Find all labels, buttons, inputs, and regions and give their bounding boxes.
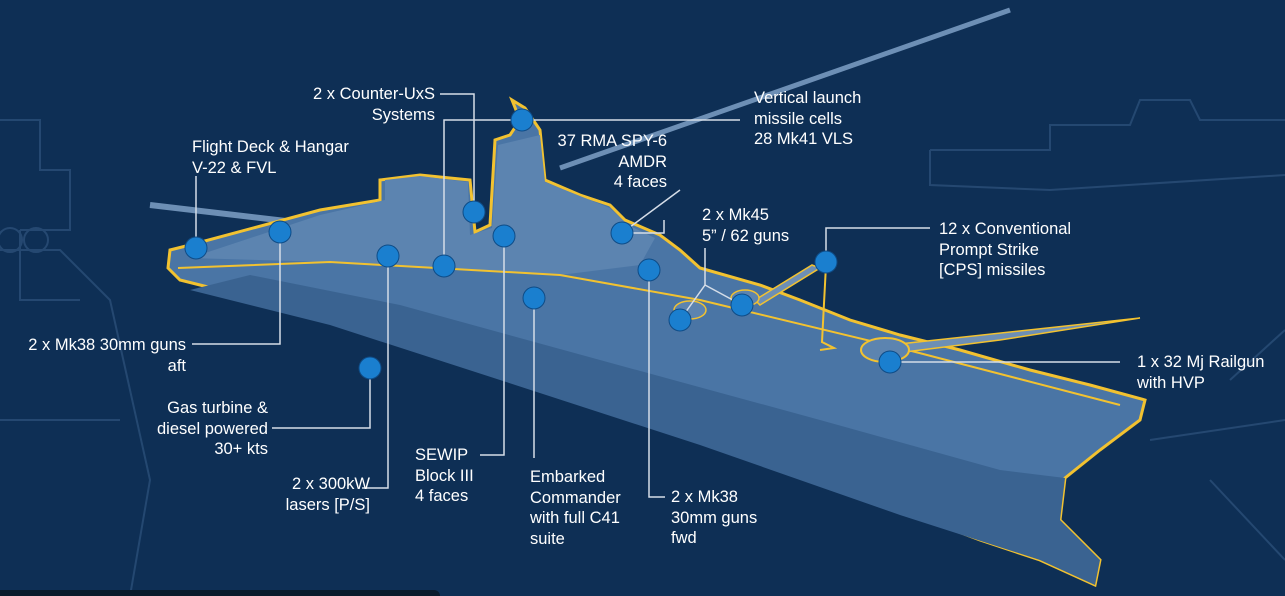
marker-lasers [376,244,400,268]
marker-spy6 [610,221,634,245]
cps-mast [819,264,838,351]
marker-mk45-a [668,308,692,332]
callout-counter-uxs: 2 x Counter-UxS Systems [313,85,435,124]
marker-vls [510,108,534,132]
railgun-barrel [887,317,1141,353]
marker-railgun [878,350,902,374]
callout-sewip: SEWIP Block III 4 faces [415,446,474,505]
callout-mk38-aft: 2 x Mk38 30mm guns aft [28,336,186,375]
marker-mk38-fwd [637,258,661,282]
marker-mk38-aft [268,220,292,244]
hull-shadow [190,275,1100,585]
marker-sewip [492,224,516,248]
callout-commander: Embarked Commander with full C41 suite [530,468,621,548]
callout-flight-deck: Flight Deck & Hangar V-22 & FVL [192,138,349,177]
video-progress-strip [0,590,440,596]
callout-gas-turbine: Gas turbine & diesel powered 30+ kts [157,399,268,458]
callout-mk45: 2 x Mk45 5” / 62 guns [702,206,790,245]
superstructure [190,135,655,275]
callout-railgun: 1 x 32 Mj Railgun with HVP [1137,353,1265,392]
callout-vls: Vertical launch missile cells 28 Mk41 VL… [754,89,862,148]
marker-flight-deck [184,236,208,260]
marker-gas-turbine [358,356,382,380]
callout-mk38-fwd: 2 x Mk38 30mm guns fwd [671,488,758,547]
callout-cps: 12 x Conventional Prompt Strike [CPS] mi… [939,220,1072,279]
callout-lasers: 2 x 300kW lasers [P/S] [285,475,370,514]
marker-mk45-b [730,293,754,317]
marker-cps [814,250,838,274]
deck-line [177,260,1121,406]
marker-commander [522,286,546,310]
background-blueprint [0,99,1285,596]
feature-markers [184,108,902,380]
mast-rod [559,7,1011,171]
marker-counter-uxs-a [462,200,486,224]
marker-counter-uxs-b [432,254,456,278]
callout-spy6: 37 RMA SPY-6 AMDR 4 faces [557,132,667,191]
